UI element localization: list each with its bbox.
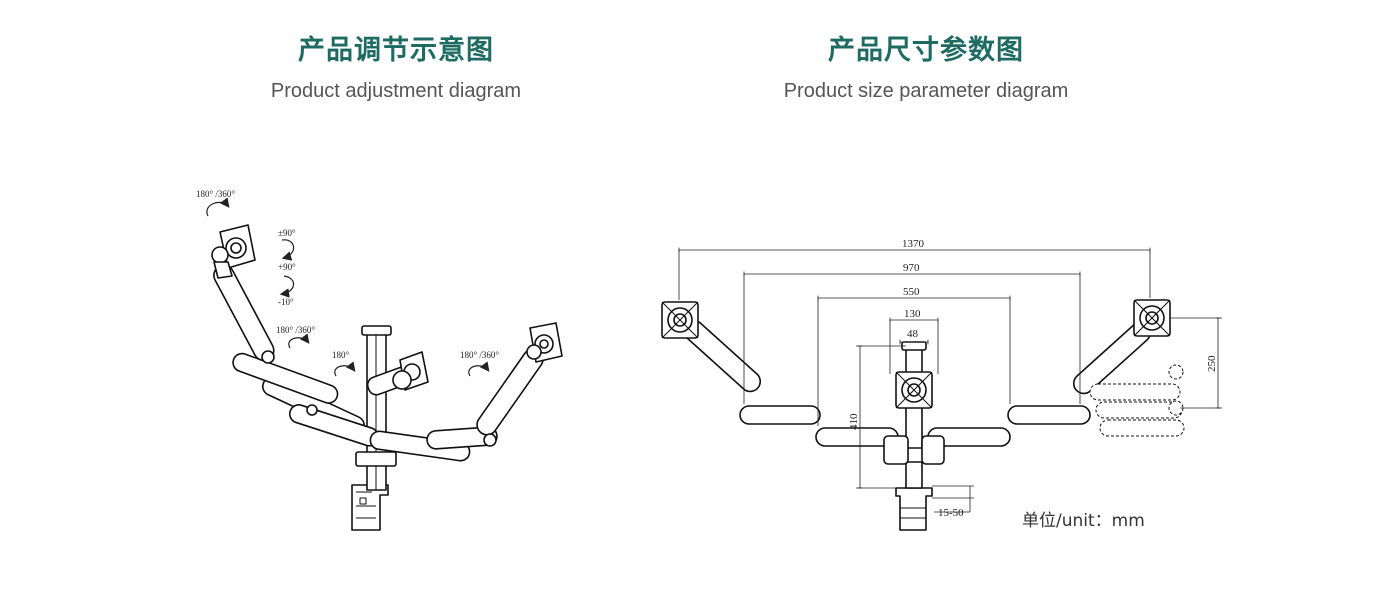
dim-48: 48 — [907, 328, 919, 340]
dimension-lines — [678, 247, 1222, 513]
label-right-rotation: 180° /360° — [460, 350, 499, 360]
size-diagram-title: 产品尺寸参数图 — [828, 35, 1024, 66]
size-left-vesa-plate — [661, 301, 699, 339]
dim-410: 410 — [848, 413, 860, 430]
label-monitor-rotation: 180° /360° — [196, 189, 235, 199]
unit-label: 单位/unit：mm — [1022, 511, 1145, 531]
adjustment-diagram-subtitle: Product adjustment diagram — [270, 80, 522, 102]
right-vesa-plate — [526, 322, 563, 363]
size-drawing — [661, 299, 1185, 531]
adjustment-arrows — [206, 197, 490, 377]
left-arm — [213, 264, 379, 447]
dim-clamp-range: 15-50 — [938, 507, 964, 519]
dim-130: 130 — [904, 308, 921, 320]
dim-250: 250 — [1206, 355, 1218, 372]
size-right-arm-ghost — [1089, 364, 1185, 437]
dimension-labels: 1370 970 550 130 48 410 250 15-50 单位/uni… — [848, 238, 1218, 531]
label-arm-rotation: 180° /360° — [276, 325, 315, 335]
size-diagram-subtitle: Product size parameter diagram — [783, 80, 1069, 102]
label-tilt-up: +90° — [278, 262, 296, 272]
size-right-vesa-plate — [1133, 299, 1171, 337]
left-vesa-plate — [211, 224, 256, 279]
label-tilt-plus: ±90° — [278, 228, 296, 238]
label-tilt-down: -10° — [278, 297, 294, 307]
adjustment-drawing — [211, 224, 563, 531]
center-arm — [366, 351, 429, 396]
size-center-vesa-plate — [895, 371, 933, 409]
size-right-arm — [921, 321, 1152, 465]
dim-1370: 1370 — [902, 238, 925, 250]
center-pole — [355, 325, 397, 491]
adjustment-labels: 180° /360° ±90° +90° -10° 180° /360° 180… — [196, 189, 499, 360]
desk-clamp — [351, 484, 389, 531]
adjustment-diagram-title: 产品调节示意图 — [298, 35, 494, 66]
label-center-rotation: 180° — [332, 350, 350, 360]
size-center-pole — [895, 341, 933, 489]
size-desk-clamp — [895, 487, 933, 531]
size-left-arm — [682, 319, 909, 465]
right-arm — [369, 348, 544, 462]
dim-970: 970 — [903, 262, 920, 274]
dim-550: 550 — [903, 286, 920, 298]
